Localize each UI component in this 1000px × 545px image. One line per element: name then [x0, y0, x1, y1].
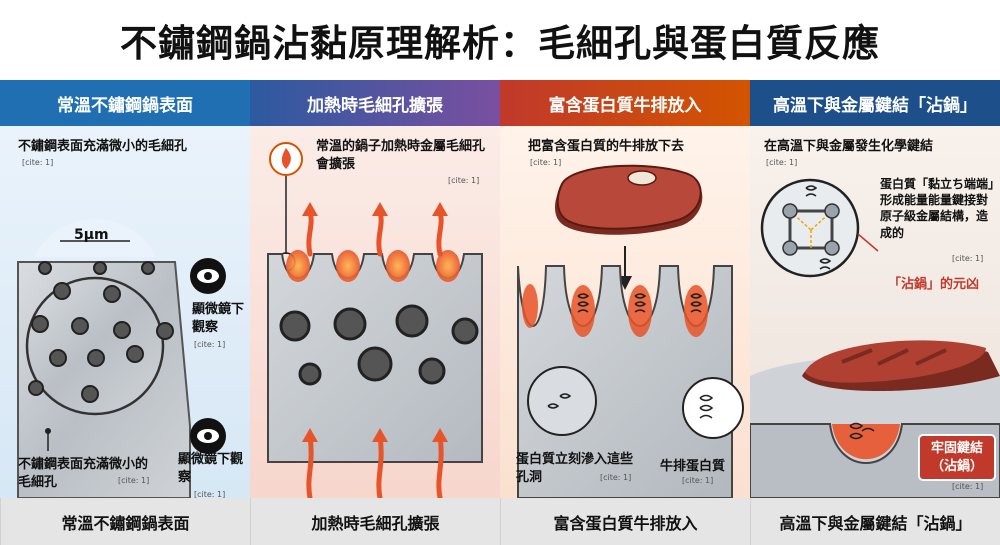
culprit-label: 「沾鍋」的元凶: [888, 277, 980, 292]
panel-body: 把富含蛋白質的牛排放下去 [cite: 1] 蛋白質立刻滲入這些孔洞 [cite…: [500, 126, 750, 498]
citation: [cite: 1]: [530, 158, 562, 167]
panel-steak-placed: 富含蛋白質牛排放入: [500, 80, 750, 545]
eye-icon: [190, 258, 226, 294]
panel-description: 在高溫下與金屬發生化學鍵結: [764, 139, 934, 154]
panel-header: 高溫下與金屬鍵結「沾鍋」: [750, 80, 1000, 126]
panel-body: 不鏽鋼表面充滿微小的毛細孔 [cite: 1] 5μm 顯微鏡下觀察 [cite…: [0, 126, 250, 499]
panel-header: 富含蛋白質牛排放入: [500, 80, 750, 126]
bottom-right-description: 牛排蛋白質: [660, 459, 726, 474]
steak-icon: [555, 164, 703, 235]
heated-surface-illustration: [267, 142, 483, 498]
bond-badge: 牢固鍵結（沾鍋）: [918, 434, 996, 482]
steak-pores-illustration: [517, 164, 744, 498]
panel-description: 把富含蛋白質的牛排放下去: [528, 139, 685, 154]
magnifier-circle: [25, 276, 165, 416]
eye-icon: [190, 418, 226, 454]
panel-footer: 高溫下與金屬鍵結「沾鍋」: [750, 498, 1000, 545]
citation: [cite: 1]: [766, 158, 798, 167]
panel-header: 常溫不鏽鋼鍋表面: [0, 80, 250, 126]
panel-heating: 加熱時毛細孔擴張: [250, 80, 500, 545]
eye-label: 顯微鏡下觀察: [178, 452, 244, 485]
panel-room-temperature: 常溫不鏽鋼鍋表面: [0, 80, 250, 545]
steel-surface-illustration: [17, 219, 226, 498]
panel-header: 加熱時毛細孔擴張: [250, 80, 500, 126]
title-bar: 不鏽鋼鍋沾黏原理解析：毛細孔與蛋白質反應: [0, 0, 1000, 80]
citation: [cite: 1]: [22, 158, 54, 167]
eye-label: 顯微鏡下觀察: [192, 302, 245, 335]
citation: [cite: 1]: [118, 476, 150, 485]
page-title: 不鏽鋼鍋沾黏原理解析：毛細孔與蛋白質反應: [120, 22, 880, 65]
panel-description: 常溫的鍋子加熱時金屬毛細孔會擴張: [316, 139, 486, 172]
bottom-description: 不鏽鋼表面充滿微小的毛細孔: [18, 457, 149, 490]
citation: [cite: 1]: [952, 254, 984, 263]
citation: [cite: 1]: [600, 473, 632, 482]
citation: [cite: 1]: [194, 340, 226, 349]
panel-bonding: 高溫下與金屬鍵結「沾鍋」: [750, 80, 1000, 545]
panel-body: 常溫的鍋子加熱時金屬毛細孔會擴張 [cite: 1]: [250, 126, 500, 498]
bonding-detail: 蛋白質「黏立ち端端」形成能量能量鍵接對原子級金屬結構，造成的: [880, 177, 995, 240]
panel-footer: 加熱時毛細孔擴張: [250, 498, 500, 545]
citation: [cite: 1]: [194, 490, 226, 499]
flame-icon: [269, 142, 303, 176]
zoom-circle: [527, 366, 597, 436]
citation: [cite: 1]: [952, 482, 984, 491]
panel-footer: 富含蛋白質牛排放入: [500, 498, 750, 545]
citation: [cite: 1]: [448, 176, 480, 185]
panel-body: 在高溫下與金屬發生化學鍵結 [cite: 1] 蛋白質「黏立ち端端」形成能量能量…: [750, 126, 1000, 498]
panel-footer: 常溫不鏽鋼鍋表面: [0, 498, 250, 545]
bottom-left-description: 蛋白質立刻滲入這些孔洞: [516, 452, 634, 485]
scale-label: 5μm: [74, 227, 109, 243]
panel-description: 不鏽鋼表面充滿微小的毛細孔: [18, 139, 188, 154]
citation: [cite: 1]: [682, 476, 714, 485]
